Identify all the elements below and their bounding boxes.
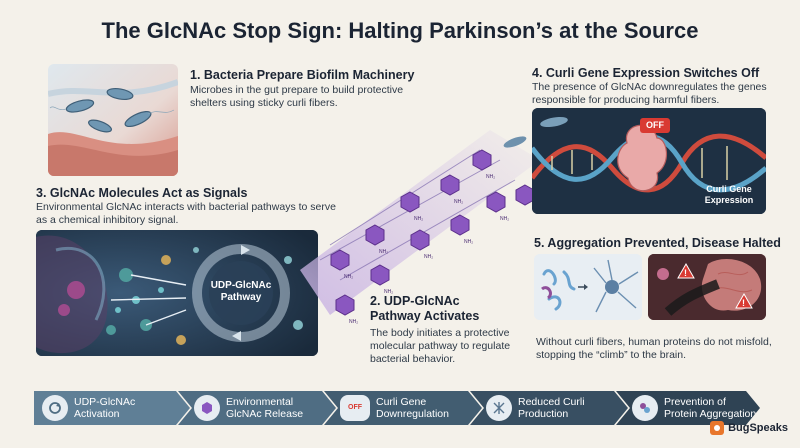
svg-text:NH₂: NH₂ [344, 274, 353, 280]
off-switch-icon: OFF [340, 395, 370, 421]
off-switch-badge: OFF [348, 403, 362, 411]
flow-step-2-line2: GlcNAc Release [226, 408, 304, 420]
glcnac-molecules-stream: NH₂ NH₂ NH₂ NH₂ NH₂ NH₂ NH₂ NH₂ NH₂ NH₂ [300, 120, 550, 330]
section-2-title: 2. UDP-GlcNAc Pathway Activates [370, 294, 540, 324]
svg-text:NH₂: NH₂ [414, 216, 423, 222]
pathway-label-line1: UDP-GlcNAc [210, 280, 272, 291]
svg-text:NH₂: NH₂ [349, 319, 358, 325]
cell-pathway-illustration: UDP-GlcNAc Pathway [36, 230, 318, 356]
flow-step-1-line1: UDP-GlcNAc [74, 395, 136, 408]
svg-text:NH₂: NH₂ [500, 216, 509, 222]
dna-gene-off-illustration: OFF Curli Gene Expression [532, 108, 766, 214]
proteins-icon [632, 395, 658, 421]
section-2-title-line2: Pathway Activates [370, 309, 480, 323]
svg-text:NH₂: NH₂ [464, 239, 473, 245]
svg-text:NH₂: NH₂ [454, 199, 463, 205]
section-2-description: The body initiates a protective molecula… [370, 327, 511, 365]
flow-step-3-line2: Downregulation [376, 408, 449, 420]
section-2-title-line1: 2. UDP-GlcNAc [370, 294, 460, 308]
section-1-description: Microbes in the gut prepare to build pro… [190, 84, 404, 109]
flow-step-5-line2: Protein Aggregation [664, 408, 757, 420]
off-badge: OFF [640, 118, 670, 133]
section-3-description: Environmental GlcNAc interacts with bact… [36, 201, 336, 226]
section-4-description: The presence of GlcNAc downregulates the… [532, 81, 767, 106]
flow-step-3-line1: Curli Gene [376, 395, 427, 408]
brand-mark: BugSpeaks [710, 421, 788, 435]
section-5-title: 5. Aggregation Prevented, Disease Halted [534, 236, 781, 250]
section-3-title: 3. GlcNAc Molecules Act as Signals [36, 186, 248, 200]
healthy-neurons-illustration [534, 254, 642, 320]
section-4-title: 4. Curli Gene Expression Switches Off [532, 66, 760, 80]
page-title: The GlcNAc Stop Sign: Halting Parkinson’… [101, 18, 699, 43]
fibers-icon [486, 395, 512, 421]
aggregation-brain-illustration: !! [648, 254, 766, 320]
flow-step-4-line2: Production [518, 408, 569, 420]
svg-text:NH₂: NH₂ [384, 289, 393, 295]
flow-step-5-line1: Prevention of [664, 395, 726, 408]
cycle-icon [42, 395, 68, 421]
brand-name: BugSpeaks [728, 422, 788, 434]
gene-label-line1: Curli Gene [706, 184, 752, 194]
gut-bacteria-illustration [48, 64, 178, 176]
svg-text:!: ! [684, 268, 687, 278]
section-5-description: Without curli fibers, human proteins do … [536, 336, 772, 361]
pathway-label-line2: Pathway [220, 292, 262, 303]
section-1-title: 1. Bacteria Prepare Biofilm Machinery [190, 68, 415, 82]
molecule-icon [194, 395, 220, 421]
gene-label-line2: Expression [704, 194, 754, 205]
svg-text:NH₂: NH₂ [379, 249, 388, 255]
svg-text:NH₂: NH₂ [424, 254, 433, 260]
flow-step-2-line1: Environmental [226, 395, 294, 408]
svg-text:NH₂: NH₂ [486, 174, 495, 180]
flow-step-4-line1: Reduced Curli [518, 395, 585, 408]
svg-text:!: ! [742, 298, 745, 308]
flow-step-1-line2: Activation [74, 408, 120, 420]
bugspeaks-logo-icon [710, 421, 725, 435]
